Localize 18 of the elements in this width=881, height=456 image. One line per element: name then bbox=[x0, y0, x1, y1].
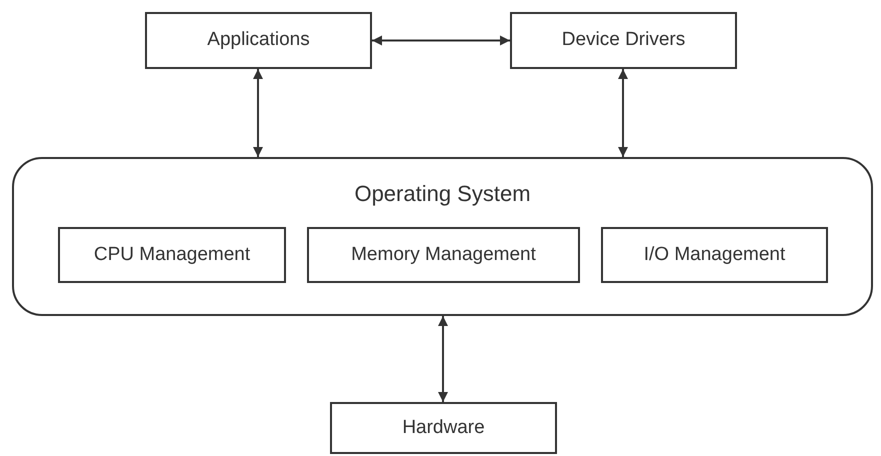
box-label: Hardware bbox=[402, 416, 485, 440]
system-container bbox=[12, 157, 873, 316]
process-box bbox=[330, 402, 557, 454]
process-box bbox=[58, 227, 286, 283]
arrow bbox=[372, 36, 510, 46]
container-title: Operating System bbox=[354, 181, 531, 208]
process-box bbox=[510, 12, 737, 69]
box-label: Memory Management bbox=[351, 244, 536, 266]
arrow bbox=[618, 69, 628, 157]
box-label: CPU Management bbox=[94, 244, 250, 266]
process-box bbox=[307, 227, 580, 283]
box-label: Applications bbox=[207, 29, 310, 52]
arrow bbox=[253, 69, 263, 157]
box-label: Device Drivers bbox=[562, 29, 686, 52]
arrow bbox=[438, 316, 448, 402]
box-label: I/O Management bbox=[644, 244, 786, 266]
process-box bbox=[145, 12, 372, 69]
process-box bbox=[601, 227, 828, 283]
